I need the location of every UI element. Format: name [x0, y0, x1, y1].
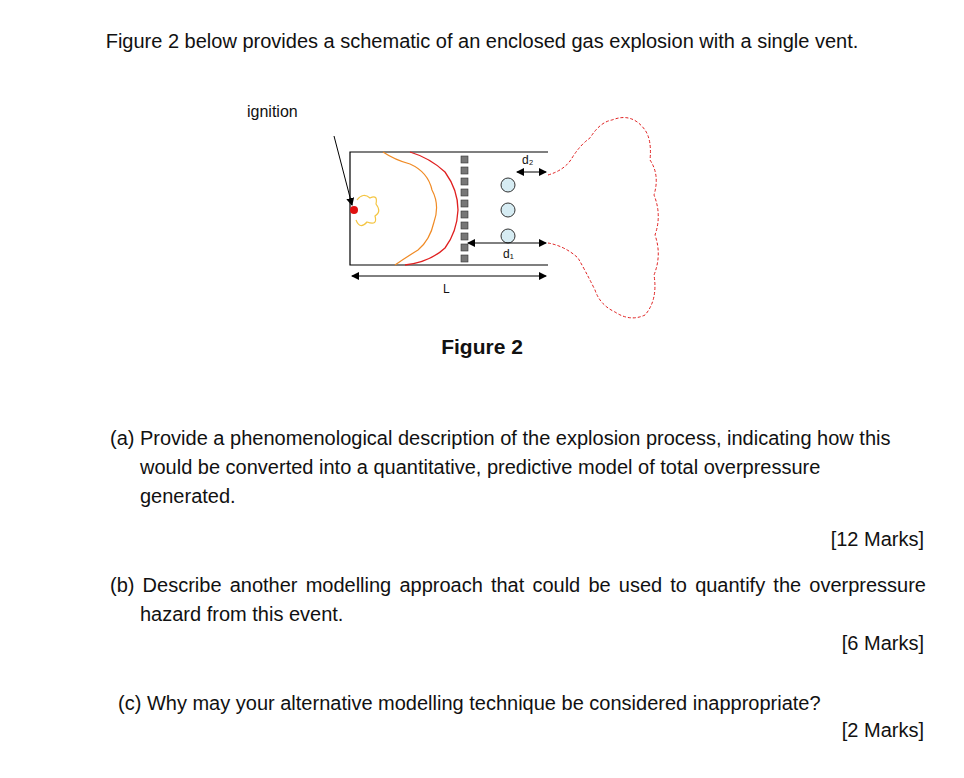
- enclosure: [350, 152, 548, 265]
- figure-intro: Figure 2 below provides a schematic of a…: [0, 30, 964, 53]
- flame-front-late: [405, 152, 458, 265]
- dimension-d2: [517, 172, 546, 173]
- marks: [12 Marks]: [700, 528, 924, 551]
- obstacle-cylinder: [501, 178, 515, 192]
- vented-cloud: [548, 118, 658, 318]
- ignition-leader: [334, 136, 352, 205]
- obstacle-square: [461, 244, 468, 251]
- obstacle-cylinder: [501, 229, 515, 243]
- dimension-l: [352, 276, 546, 277]
- marks: [2 Marks]: [700, 719, 924, 742]
- obstacle-square: [461, 255, 468, 262]
- obstacle-square: [461, 178, 468, 185]
- dimension-label: d₂: [522, 153, 533, 167]
- flame-front-early: [356, 195, 379, 225]
- dimension-d1: [468, 243, 546, 244]
- ignition-point: [350, 206, 358, 214]
- question-text: (b) Describe another modelling approach …: [110, 571, 926, 629]
- dimension-label: L: [443, 282, 450, 296]
- obstacle-square: [461, 200, 468, 207]
- obstacle-cylinder: [501, 203, 515, 217]
- obstacle-square: [461, 189, 468, 196]
- obstacle-square: [461, 156, 468, 163]
- obstacle-square: [461, 167, 468, 174]
- obstacle-square: [461, 211, 468, 218]
- dimension-label: d₁: [503, 247, 514, 261]
- obstacle-square: [461, 222, 468, 229]
- flame-front-mid: [383, 152, 437, 265]
- obstacle-grid: [461, 156, 468, 262]
- ignition-label: ignition: [247, 103, 298, 121]
- marks: [6 Marks]: [700, 632, 924, 655]
- figure-caption: Figure 2: [0, 335, 964, 359]
- question-text: (a) Provide a phenomenological descripti…: [110, 424, 910, 511]
- obstacle-square: [461, 233, 468, 240]
- question-text: (c) Why may your alternative modelling t…: [118, 690, 928, 716]
